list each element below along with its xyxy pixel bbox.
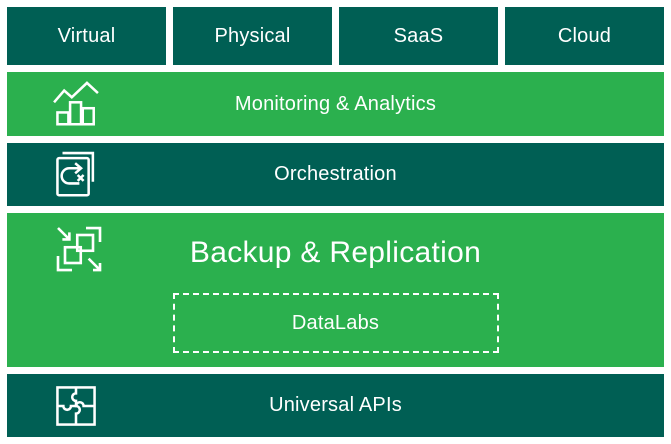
- workload-virtual[interactable]: Virtual: [7, 7, 166, 65]
- layer-monitoring-analytics[interactable]: Monitoring & Analytics: [7, 72, 664, 136]
- workloads-row: Virtual Physical SaaS Cloud: [7, 7, 664, 65]
- layer-backup-replication[interactable]: Backup & Replication DataLabs: [7, 213, 664, 367]
- runbook-loop-icon: [49, 148, 103, 202]
- workload-saas-label: SaaS: [393, 24, 444, 47]
- puzzle-icon: [49, 379, 103, 433]
- workload-virtual-label: Virtual: [57, 24, 116, 47]
- backup-replication-title: Backup & Replication: [189, 236, 482, 269]
- replication-squares-icon: [51, 221, 107, 277]
- layer-universal-apis[interactable]: Universal APIs: [7, 374, 664, 437]
- workload-cloud[interactable]: Cloud: [505, 7, 664, 65]
- monitoring-analytics-label: Monitoring & Analytics: [234, 92, 437, 115]
- datalabs-label: DataLabs: [291, 311, 380, 334]
- workload-saas[interactable]: SaaS: [339, 7, 498, 65]
- layer-orchestration[interactable]: Orchestration: [7, 143, 664, 206]
- workload-physical-label: Physical: [214, 24, 291, 47]
- workload-physical[interactable]: Physical: [173, 7, 332, 65]
- workload-cloud-label: Cloud: [557, 24, 612, 47]
- datalabs-box[interactable]: DataLabs: [172, 293, 499, 353]
- analytics-chart-icon: [49, 77, 103, 131]
- orchestration-label: Orchestration: [274, 163, 397, 185]
- universal-apis-label: Universal APIs: [269, 394, 402, 416]
